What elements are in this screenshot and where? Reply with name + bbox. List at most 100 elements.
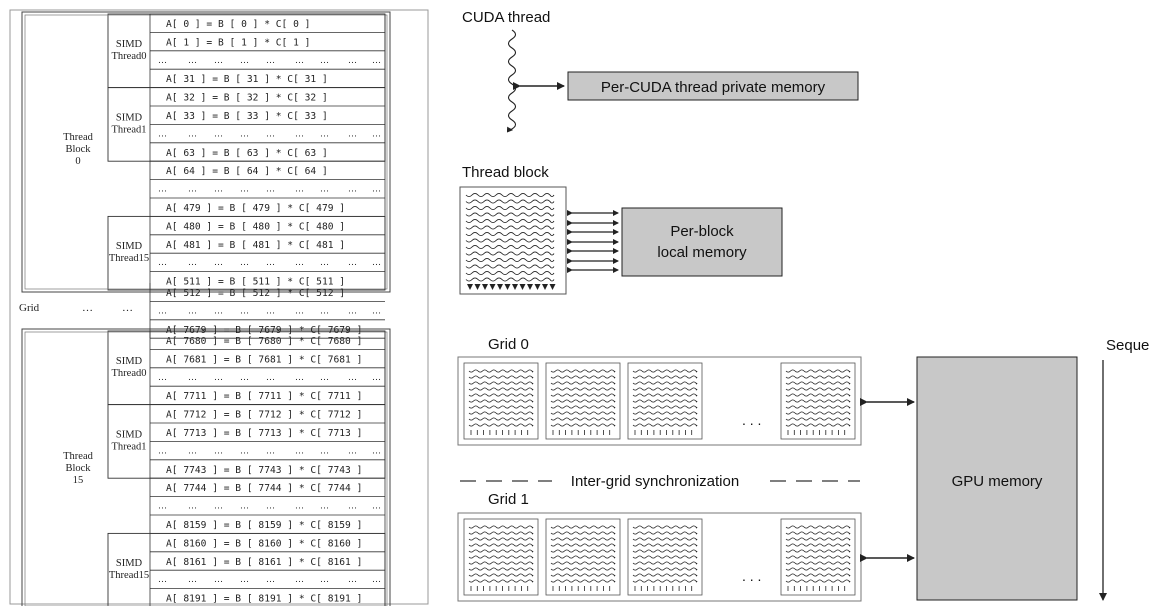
mini-wavy-line: [468, 525, 534, 529]
row-ellipsis: …: [348, 184, 357, 194]
grid1-dots: . . .: [742, 568, 761, 584]
mini-wavy-line: [468, 375, 534, 379]
table-row-expr: A[ 481 ] = B [ 481 ] * C[ 481 ]: [166, 240, 345, 251]
block-memory-arrows: [567, 210, 619, 273]
grid-ellipsis-2: …: [122, 302, 133, 314]
row-ellipsis: …: [158, 128, 167, 138]
row-ellipsis: …: [320, 445, 329, 455]
row-ellipsis: …: [158, 257, 167, 267]
mini-wavy-line: [468, 393, 534, 397]
table-row-expr: A[ 7711 ] = B [ 7711 ] * C[ 7711 ]: [166, 391, 362, 402]
row-ellipsis: …: [188, 574, 197, 584]
mini-wavy-line: [785, 531, 851, 535]
table-row-expr: A[ 32 ] = B [ 32 ] * C[ 32 ]: [166, 93, 328, 104]
row-ellipsis: …: [348, 372, 357, 382]
mini-wavy-line: [785, 387, 851, 391]
row-ellipsis: …: [348, 574, 357, 584]
row-ellipsis: …: [320, 372, 329, 382]
mini-wavy-line: [785, 567, 851, 571]
row-ellipsis: …: [214, 501, 223, 511]
table-row-expr: A[ 511 ] = B [ 511 ] * C[ 511 ]: [166, 277, 345, 288]
mini-wavy-line: [632, 399, 698, 403]
mini-wavy-line: [468, 549, 534, 553]
row-ellipsis: …: [214, 128, 223, 138]
mini-wavy-line: [550, 411, 616, 415]
mini-wavy-line: [550, 393, 616, 397]
row-ellipsis: …: [295, 372, 304, 382]
wavy-thread-line: [465, 231, 555, 237]
simd-label: SIMD: [116, 429, 143, 440]
gpu-memory-label: GPU memory: [952, 473, 1043, 490]
mini-wavy-line: [550, 555, 616, 559]
row-ellipsis: …: [158, 445, 167, 455]
grid0-dots: . . .: [742, 412, 761, 428]
table-row-expr: A[ 7679 ] = B [ 7679 ] * C[ 7679 ]: [166, 325, 362, 336]
mini-wavy-line: [468, 561, 534, 565]
sequence-label: Sequence: [1106, 337, 1150, 354]
simd-label: Thread1: [112, 124, 147, 135]
thread-block-inner-border: [24, 14, 388, 290]
mini-wavy-line: [632, 405, 698, 409]
row-ellipsis: …: [240, 128, 249, 138]
mini-wavy-line: [632, 411, 698, 415]
grid1-label: Grid 1: [488, 491, 529, 508]
mini-wavy-line: [785, 369, 851, 373]
mini-wavy-line: [550, 387, 616, 391]
wavy-thread-line: [465, 218, 555, 224]
private-memory-label: Per-CUDA thread private memory: [601, 79, 826, 96]
row-ellipsis: …: [188, 128, 197, 138]
mini-wavy-line: [550, 579, 616, 583]
grid-label: Grid: [19, 302, 40, 314]
wavy-thread-line: [465, 238, 555, 243]
mini-wavy-line: [468, 537, 534, 541]
row-ellipsis: …: [240, 55, 249, 65]
grid-ellipsis-1: …: [82, 302, 93, 314]
thread-block-label: 0: [75, 156, 80, 167]
simd-label: SIMD: [116, 39, 143, 50]
mini-wavy-line: [550, 567, 616, 571]
mini-wavy-line: [468, 369, 534, 373]
row-ellipsis: …: [372, 257, 381, 267]
row-ellipsis: …: [188, 445, 197, 455]
mini-wavy-line: [632, 387, 698, 391]
row-ellipsis: …: [240, 445, 249, 455]
table-row-expr: A[ 0 ] = B [ 0 ] * C[ 0 ]: [166, 19, 310, 30]
mini-wavy-line: [632, 573, 698, 577]
thread-block-border: [21, 11, 391, 293]
row-ellipsis: …: [240, 305, 249, 315]
wavy-thread-line: [465, 225, 555, 230]
row-ellipsis: …: [372, 574, 381, 584]
row-ellipsis: …: [320, 574, 329, 584]
grid0-label: Grid 0: [488, 336, 529, 353]
row-ellipsis: …: [372, 55, 381, 65]
grid-outer-border: [9, 9, 429, 605]
row-ellipsis: …: [158, 574, 167, 584]
row-ellipsis: …: [348, 501, 357, 511]
row-ellipsis: …: [372, 445, 381, 455]
row-ellipsis: …: [240, 372, 249, 382]
row-ellipsis: …: [348, 445, 357, 455]
mini-wavy-line: [785, 543, 851, 547]
mini-wavy-line: [632, 393, 698, 397]
table-row-expr: A[ 63 ] = B [ 63 ] * C[ 63 ]: [166, 148, 328, 159]
memory-hierarchy-svg: CUDA thread Per-CUDA thread private memo…: [457, 9, 1150, 602]
row-ellipsis: …: [348, 55, 357, 65]
table-row-expr: A[ 7713 ] = B [ 7713 ] * C[ 7713 ]: [166, 428, 362, 439]
mini-wavy-line: [550, 561, 616, 565]
mini-wavy-line: [785, 405, 851, 409]
mini-wavy-line: [785, 555, 851, 559]
row-ellipsis: …: [295, 574, 304, 584]
mini-wavy-line: [785, 411, 851, 415]
mini-wavy-line: [468, 543, 534, 547]
row-ellipsis: …: [240, 501, 249, 511]
mini-wavy-line: [632, 561, 698, 565]
row-ellipsis: …: [372, 501, 381, 511]
mini-wavy-line: [632, 417, 698, 421]
mini-wavy-line: [785, 549, 851, 553]
table-row-expr: A[ 31 ] = B [ 31 ] * C[ 31 ]: [166, 74, 328, 85]
table-row-expr: A[ 7744 ] = B [ 7744 ] * C[ 7744 ]: [166, 483, 362, 494]
row-ellipsis: …: [214, 574, 223, 584]
memory-hierarchy-diagram: CUDA thread Per-CUDA thread private memo…: [440, 0, 1150, 606]
wavy-thread-line: [506, 29, 517, 133]
row-ellipsis: …: [266, 305, 275, 315]
